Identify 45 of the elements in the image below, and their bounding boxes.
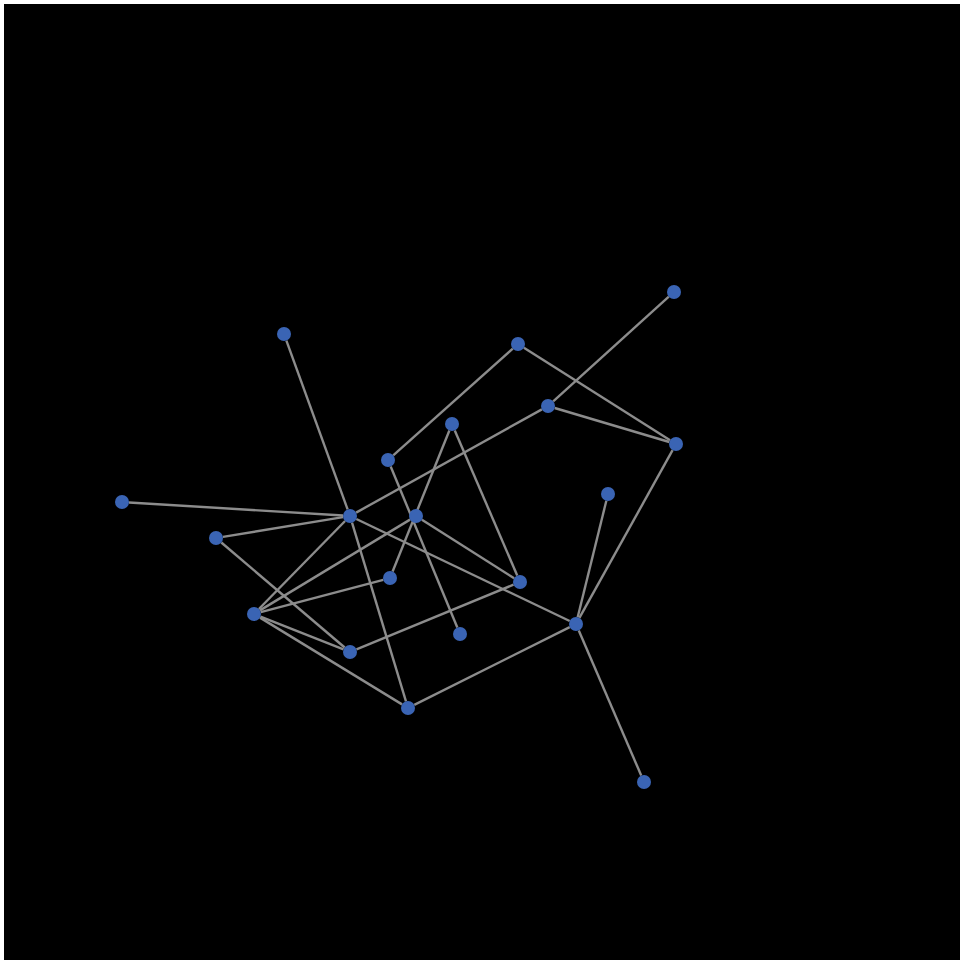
graph-node — [541, 399, 555, 413]
edge-line — [259, 616, 403, 706]
edge-line — [453, 429, 519, 577]
edge-line — [576, 500, 608, 618]
graph-node — [637, 775, 651, 789]
graph-node — [343, 645, 357, 659]
edge-line — [421, 518, 515, 580]
edge-line — [260, 615, 344, 651]
edge-line — [413, 626, 571, 706]
graph-node — [513, 575, 527, 589]
edge-line — [356, 583, 514, 651]
graph-node — [511, 337, 525, 351]
edge-line — [392, 347, 514, 457]
edge-line — [258, 520, 346, 610]
edge-line — [355, 408, 543, 514]
edge-line — [220, 541, 346, 649]
edge-line — [391, 430, 451, 572]
edge-line — [285, 340, 349, 510]
graph-node — [247, 607, 261, 621]
graph-node — [453, 627, 467, 641]
edge-line — [259, 518, 411, 612]
graph-node — [445, 417, 459, 431]
edge-line — [552, 295, 670, 403]
graph-node — [343, 509, 357, 523]
edge-line — [222, 515, 344, 539]
graph-node — [569, 617, 583, 631]
graph-node — [667, 285, 681, 299]
graph-node — [409, 509, 423, 523]
edge-line — [577, 629, 643, 777]
edge-line — [260, 578, 384, 614]
edge-line — [355, 517, 571, 623]
graph-node — [277, 327, 291, 341]
graph-node — [115, 495, 129, 509]
edge-line — [128, 501, 344, 517]
graph-node — [381, 453, 395, 467]
edge-line — [554, 406, 670, 444]
graph-node — [601, 487, 615, 501]
graph-node — [669, 437, 683, 451]
graph-node — [209, 531, 223, 545]
edge-line — [389, 466, 459, 628]
edge-line — [578, 449, 674, 619]
edge-line — [523, 346, 671, 442]
graph-node — [401, 701, 415, 715]
edge-line — [350, 522, 408, 702]
graph-node — [383, 571, 397, 585]
